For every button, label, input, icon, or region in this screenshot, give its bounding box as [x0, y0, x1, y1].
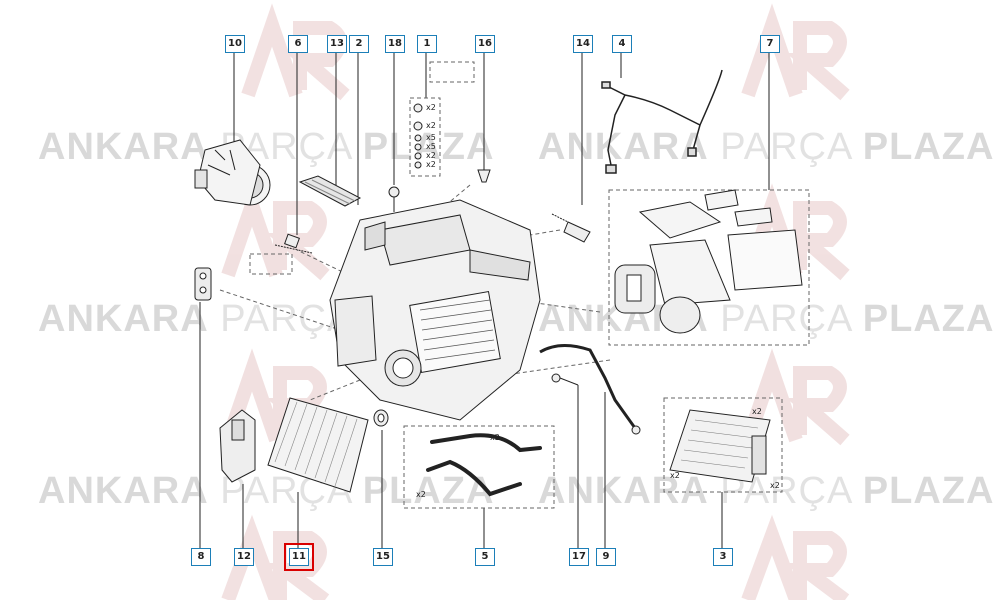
- callout-13[interactable]: 13: [327, 35, 347, 53]
- callout-8[interactable]: 8: [191, 548, 211, 566]
- callout-15[interactable]: 15: [373, 548, 393, 566]
- wiring-harness-part: [601, 69, 723, 174]
- heater-core-part: [669, 409, 771, 483]
- quantity-label: x2: [426, 151, 436, 160]
- reference-box: [249, 253, 293, 275]
- dash-guide: [469, 359, 611, 381]
- quantity-label: x2: [426, 103, 436, 112]
- heater-core-group-box: [663, 397, 783, 493]
- quantity-label: x2: [426, 160, 436, 169]
- dash-guide: [219, 289, 341, 331]
- quantity-label: x2: [426, 121, 436, 130]
- seal-kit-group-box: [608, 189, 810, 346]
- heater-hose-part: [426, 433, 542, 497]
- quantity-label: x2: [670, 471, 680, 480]
- callout-17[interactable]: 17: [569, 548, 589, 566]
- refrigerant-pipe-part: [539, 344, 641, 435]
- reference-box: [429, 61, 475, 83]
- watermark-text: ANKARA PARÇA PLAZA: [38, 126, 495, 168]
- callout-9[interactable]: 9: [596, 548, 616, 566]
- temperature-sensor-part: [274, 233, 313, 254]
- filter-element-part: [298, 175, 362, 207]
- clip-part: [477, 169, 491, 183]
- quantity-label: x5: [426, 133, 436, 142]
- blower-motor-part: [194, 139, 271, 206]
- cabin-filter-part: [267, 397, 369, 493]
- hose-group-box: [403, 425, 555, 509]
- callout-10[interactable]: 10: [225, 35, 245, 53]
- callout-12[interactable]: 12: [234, 548, 254, 566]
- grommet-part: [373, 409, 389, 427]
- callout-6[interactable]: 6: [288, 35, 308, 53]
- callout-1[interactable]: 1: [417, 35, 437, 53]
- quantity-label: x2: [490, 433, 500, 442]
- quantity-label: x5: [426, 142, 436, 151]
- callout-5[interactable]: 5: [475, 548, 495, 566]
- callout-3[interactable]: 3: [713, 548, 733, 566]
- fastener-set-part: [413, 103, 423, 169]
- watermark-text: ANKARA PARÇA PLAZA: [538, 126, 995, 168]
- seal-kit-part: [614, 189, 803, 334]
- callout-14[interactable]: 14: [573, 35, 593, 53]
- quantity-label: x2: [770, 481, 780, 490]
- fastener-group-box: [409, 97, 441, 177]
- callout-2[interactable]: 2: [349, 35, 369, 53]
- quantity-label: x2: [416, 490, 426, 499]
- screw-part: [551, 373, 579, 386]
- hvac-housing-part: [329, 199, 541, 421]
- callout-4[interactable]: 4: [612, 35, 632, 53]
- actuator-bracket-part: [219, 409, 256, 483]
- callout-7[interactable]: 7: [760, 35, 780, 53]
- quantity-label: x2: [752, 407, 762, 416]
- callout-18[interactable]: 18: [385, 35, 405, 53]
- expansion-valve-part: [194, 267, 212, 301]
- pressure-switch-part: [551, 213, 591, 243]
- dash-guide: [309, 379, 361, 401]
- callout-16[interactable]: 16: [475, 35, 495, 53]
- screw-part: [388, 186, 400, 212]
- callout-11-selected[interactable]: 11: [284, 543, 314, 571]
- watermark-text: ANKARA PARÇA PLAZA: [538, 470, 995, 512]
